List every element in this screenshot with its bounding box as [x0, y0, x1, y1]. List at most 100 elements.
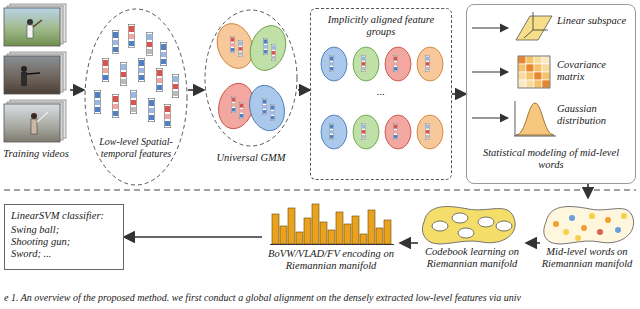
- group-ellipse: [353, 47, 379, 81]
- feature-bar: [393, 123, 398, 140]
- hist-bar: [288, 208, 295, 244]
- axis: [514, 136, 556, 137]
- codeword: [452, 213, 468, 223]
- codeword: [478, 217, 494, 227]
- text-slot: Linear subspace: [557, 15, 631, 27]
- person-body: [27, 25, 33, 38]
- person-body: [31, 119, 37, 134]
- node-label: Gaussian distribution: [557, 103, 631, 127]
- flow-arrow: [452, 93, 466, 95]
- cell: [542, 80, 550, 88]
- bat: [33, 20, 42, 27]
- hist-bar: [376, 228, 383, 244]
- hist-bar: [304, 218, 311, 244]
- feature-bar: [262, 98, 267, 115]
- cell: [526, 72, 534, 80]
- histogram: BoVW/VLAD/FV encoding on Riemannian mani…: [262, 198, 400, 288]
- hist-bar: [280, 226, 287, 244]
- hist-bar: [312, 204, 319, 244]
- ellipsis-label: ...: [360, 86, 402, 98]
- gaussian-model: Gaussian distribution: [513, 97, 635, 141]
- codeword: [458, 228, 474, 238]
- manifold: [422, 207, 515, 244]
- cell: [518, 72, 526, 80]
- feature-bars: [94, 24, 178, 127]
- node-label: Swing ball; Shooting gun; Sword; ...: [11, 224, 81, 260]
- axis: [533, 30, 548, 31]
- hist-bar: [384, 220, 391, 244]
- video-stack: [4, 4, 66, 142]
- node-label: Universal GMM: [204, 152, 298, 164]
- group-ellipse: [353, 115, 379, 149]
- feature-bar: [112, 30, 118, 53]
- feature-bar: [230, 36, 235, 53]
- cell: [542, 56, 550, 64]
- feature-bar: [146, 32, 152, 55]
- text-slot: Gaussian distribution: [557, 103, 631, 127]
- hist-bar: [328, 230, 335, 244]
- person-head: [27, 19, 33, 25]
- bell-curve: [516, 103, 554, 135]
- hist-bar: [368, 210, 375, 244]
- feature-ellipse: Low-level Spatial-temporal features: [84, 8, 188, 186]
- node-label: Linear subspace: [557, 15, 631, 27]
- text-slot: ...: [360, 86, 402, 98]
- subspace-model: Linear subspace: [513, 9, 635, 49]
- feature-bar: [130, 90, 136, 113]
- gmm-component: [244, 21, 292, 76]
- hist-bar: [336, 212, 343, 244]
- flow-arrow: [587, 184, 589, 198]
- word-dot: [605, 217, 611, 223]
- cell: [526, 80, 534, 88]
- person-head: [21, 66, 27, 72]
- subspace-icon: [516, 12, 552, 40]
- model-panel: Statistical modeling of mid-level wordsL…: [466, 4, 636, 184]
- feature-bar: [156, 68, 162, 91]
- flow-arrow: [124, 236, 262, 238]
- covariance-icon: [518, 56, 550, 88]
- model-arrow: [472, 71, 508, 72]
- sword: [37, 112, 48, 122]
- person-head: [31, 113, 37, 119]
- text-slot: BoVW/VLAD/FV encoding on Riemannian mani…: [264, 248, 398, 272]
- word-cloud: Mid-level words on Riemannian manifold: [540, 198, 636, 288]
- group-ellipse: [417, 115, 443, 149]
- cell: [534, 80, 542, 88]
- gmm-ellipse: Universal GMM: [204, 8, 298, 172]
- feature-bar: [425, 123, 430, 140]
- hist-bar: [360, 234, 367, 244]
- hist-bar: [344, 224, 351, 244]
- word-dot: [575, 235, 581, 241]
- text-slot: Low-level Spatial-temporal features: [96, 136, 176, 159]
- group-ellipse: [385, 115, 411, 149]
- video-stack: Training videos: [2, 2, 70, 172]
- feature-bar: [329, 55, 334, 72]
- node-label: Codebook learning on Riemannian manifold: [420, 246, 524, 270]
- axis: [524, 30, 533, 38]
- cell: [534, 72, 542, 80]
- node-label: Implicitly aligned feature groups: [317, 14, 445, 38]
- text-slot: Covariance matrix: [557, 59, 631, 83]
- axis: [515, 101, 516, 136]
- text-slot: e 1. An overview of the proposed method.…: [4, 292, 636, 304]
- cell: [518, 80, 526, 88]
- word-dot: [597, 229, 603, 235]
- video-frame: [4, 8, 60, 46]
- model-arrow: [472, 27, 508, 28]
- cell: [518, 56, 526, 64]
- hist-axis: [270, 244, 394, 245]
- node-label: LinearSVM classifier:: [11, 210, 119, 222]
- word-dot: [569, 215, 575, 221]
- word-dot: [581, 225, 587, 231]
- model-arrow: [472, 117, 508, 118]
- hist-bar: [352, 216, 359, 244]
- group-ellipse: [385, 47, 411, 81]
- codewords: [432, 213, 512, 238]
- text-slot: Training videos: [2, 148, 70, 160]
- node-label: Mid-level words on Riemannian manifold: [541, 246, 633, 270]
- axis: [533, 12, 534, 30]
- flow-arrow: [70, 89, 84, 91]
- feature-bar: [160, 42, 166, 65]
- text-slot: Mid-level words on Riemannian manifold: [541, 246, 633, 270]
- node-label: BoVW/VLAD/FV encoding on Riemannian mani…: [264, 248, 398, 272]
